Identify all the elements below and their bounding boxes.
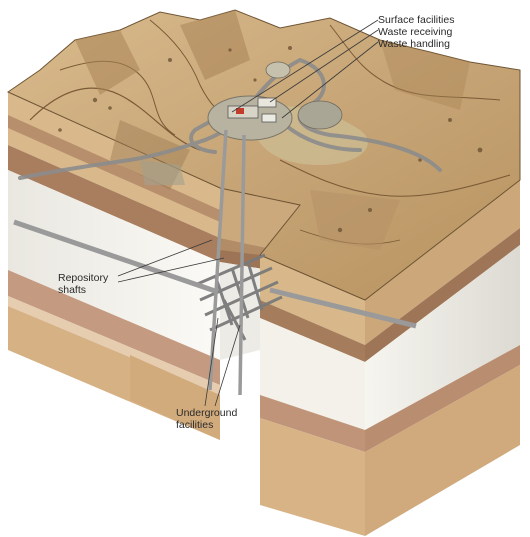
underground-facilities-labels: Underground facilities [176, 407, 237, 431]
label-waste-receiving: Waste receiving [378, 26, 453, 38]
leader-lines [117, 19, 379, 407]
left-block-strata [8, 92, 220, 440]
label-facilities: facilities [176, 419, 214, 431]
label-underground: Underground [176, 407, 238, 419]
repository-shafts [208, 129, 246, 396]
label-waste-handling: Waste handling [378, 38, 450, 50]
label-repository: Repository [58, 272, 109, 284]
repository-shafts-labels: Repository shafts [58, 272, 108, 296]
surface-facilities-site [207, 61, 343, 141]
access-ramps [13, 219, 417, 329]
right-block-strata [130, 180, 520, 536]
terrain-surface [6, 9, 521, 301]
surface-facilities-labels: Surface facilities Waste receiving Waste… [378, 14, 454, 50]
label-surface-facilities: Surface facilities [378, 14, 455, 26]
label-shafts: shafts [58, 284, 87, 296]
underground-tunnels [194, 253, 283, 341]
